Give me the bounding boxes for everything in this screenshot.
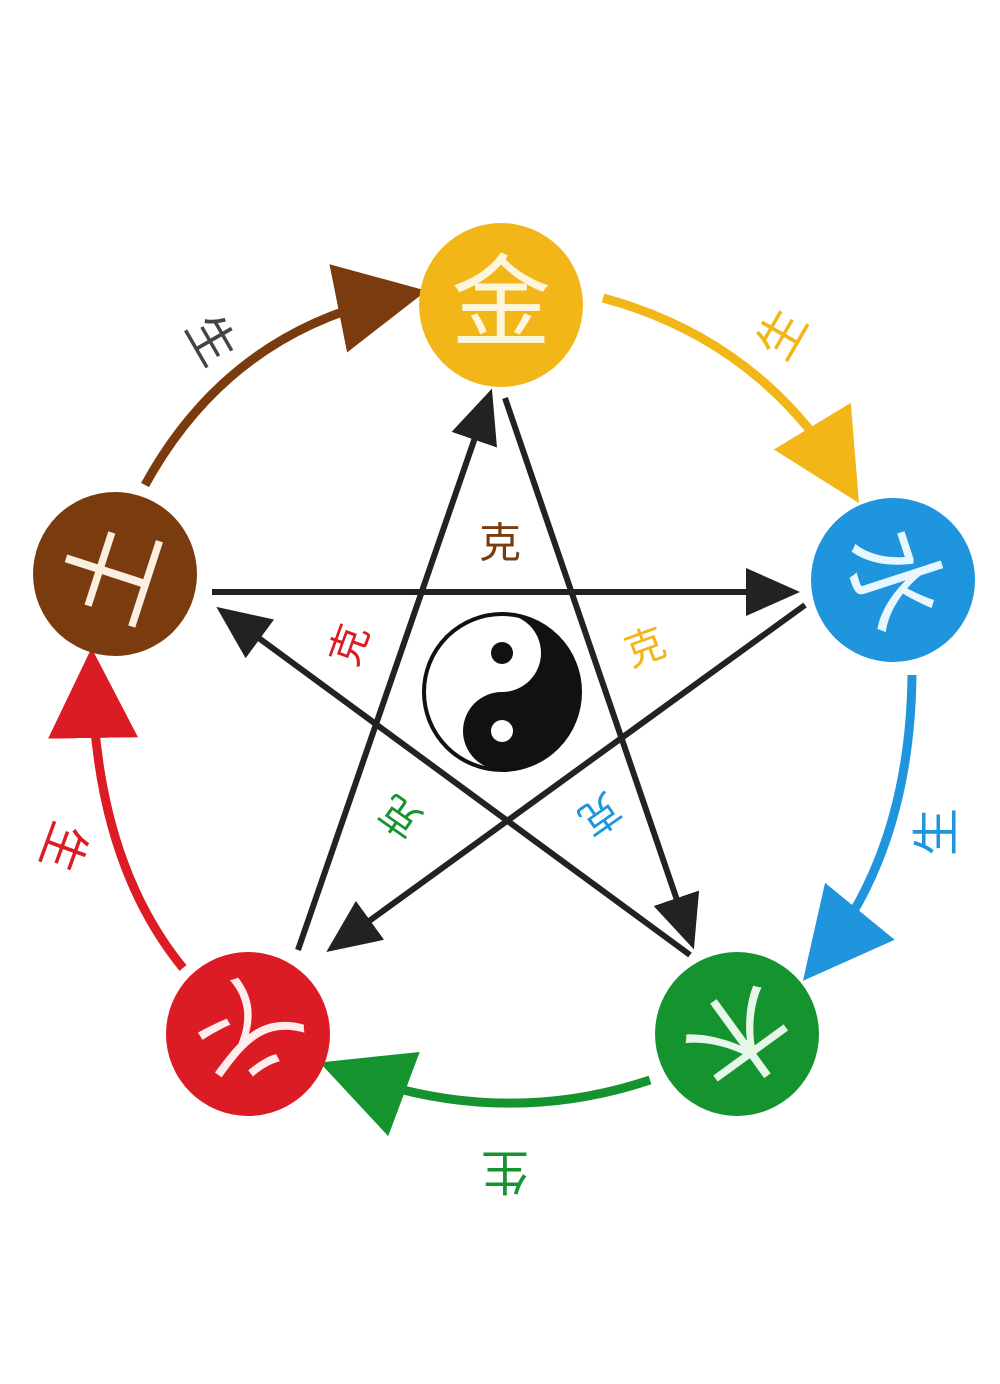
- label-fire-metal-ke: 克: [322, 619, 379, 672]
- element-wood: 木: [655, 952, 819, 1116]
- label-metal-water-sheng: 生: [746, 300, 819, 370]
- overcoming-star: [212, 388, 807, 958]
- element-wood-disc: [655, 952, 819, 1116]
- element-metal: 金: [419, 223, 583, 387]
- element-fire: 火: [166, 952, 330, 1116]
- arrow-fire-to-metal: [295, 388, 497, 951]
- label-earth-metal-sheng: 生: [174, 306, 247, 376]
- element-water: 水: [811, 498, 975, 662]
- arrow-wood-to-earth: [216, 606, 692, 958]
- arrow-metal-to-wood: [502, 397, 700, 950]
- arc-fire-to-earth: [48, 648, 187, 971]
- generating-cycle: [48, 264, 917, 1137]
- arc-metal-to-water: [601, 293, 860, 504]
- element-metal-disc: [419, 223, 583, 387]
- element-fire-disc: [166, 952, 330, 1116]
- yin-yang-icon: [422, 612, 582, 772]
- element-earth-disc: [33, 492, 197, 656]
- label-wood-earth-ke: 克: [371, 785, 430, 846]
- arc-water-to-wood: [802, 674, 917, 981]
- label-water-wood-sheng: 生: [909, 808, 965, 856]
- arc-wood-to-fire: [319, 1051, 652, 1137]
- label-earth-water-ke: 克: [479, 519, 521, 568]
- label-metal-wood-ke: 克: [619, 620, 672, 677]
- element-metal-label: 金: [451, 244, 551, 361]
- element-earth: 土: [33, 492, 197, 656]
- label-fire-earth-sheng: 生: [28, 815, 97, 879]
- label-wood-fire-sheng: 生: [481, 1143, 529, 1199]
- element-water-disc: [811, 498, 975, 662]
- label-water-fire-ke: 克: [570, 783, 629, 844]
- arc-earth-to-metal: [141, 264, 427, 488]
- arrow-water-to-fire: [326, 602, 807, 953]
